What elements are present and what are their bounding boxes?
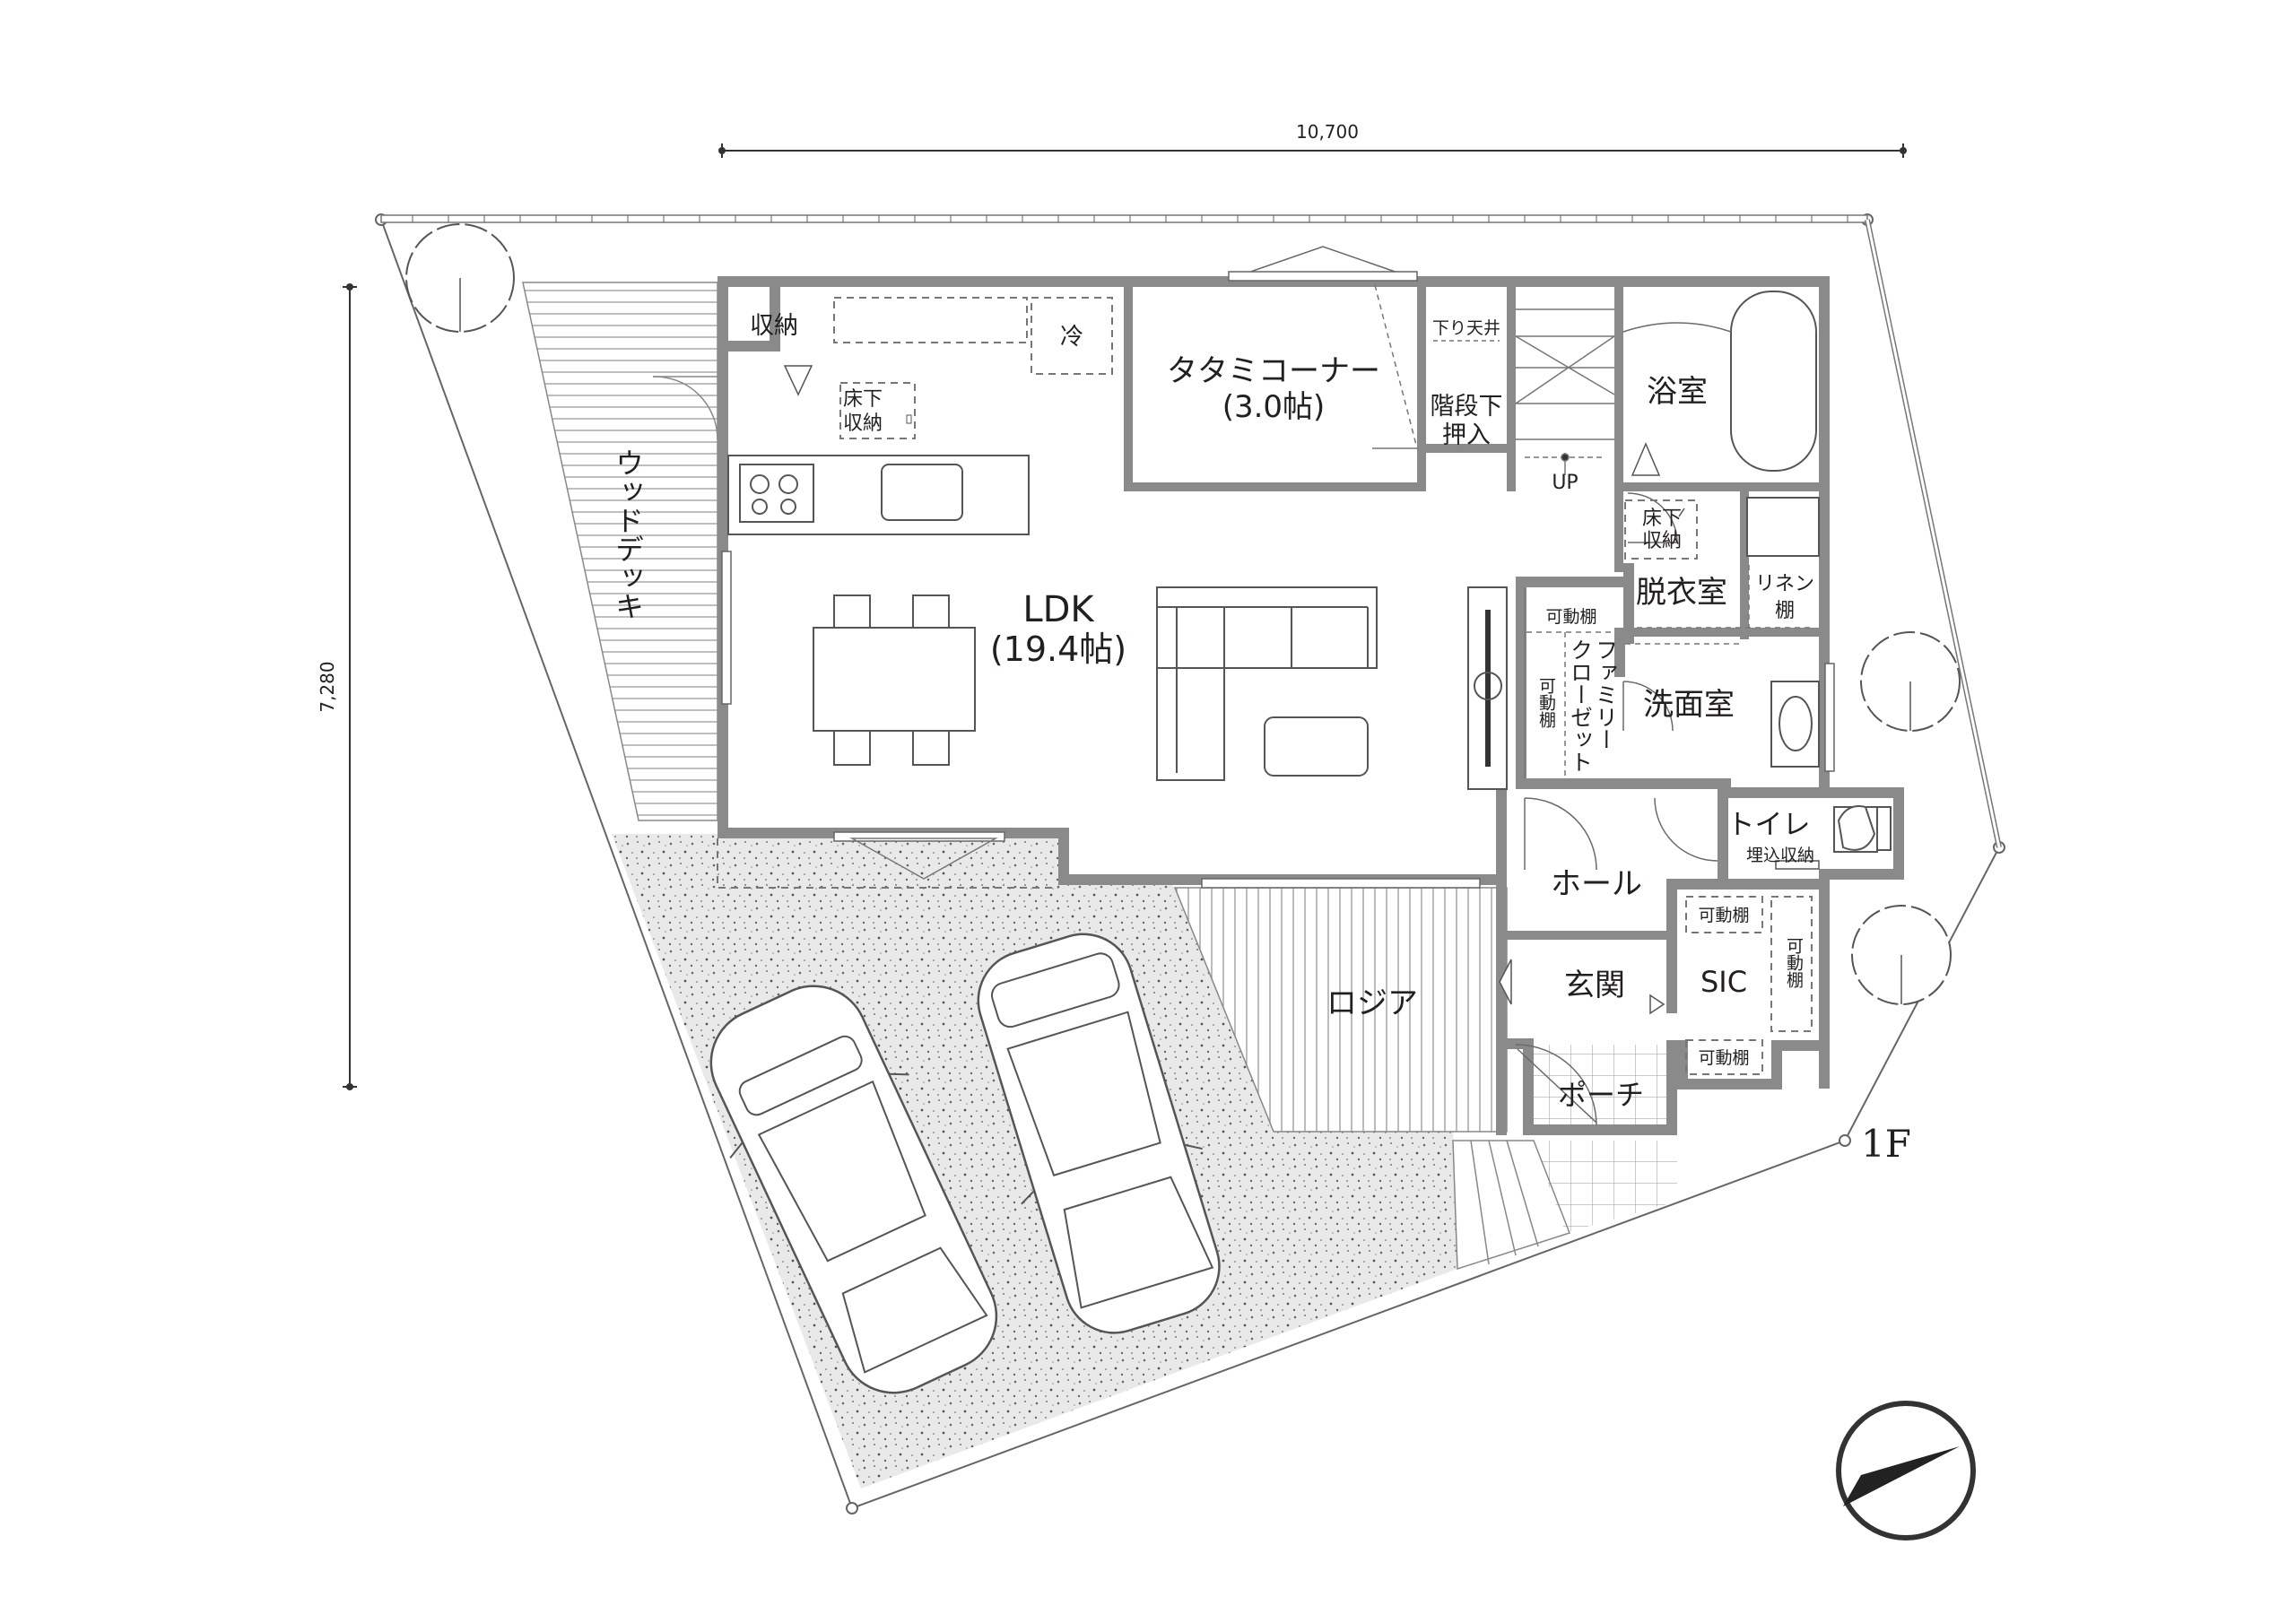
car-icon [709, 985, 998, 1394]
bathtub [1622, 291, 1817, 476]
porch-label: ポーチ [1558, 1078, 1644, 1112]
fridge-label: 冷 [1060, 324, 1083, 351]
entry-steps [1452, 1140, 1570, 1271]
loggia-label: ロジア [1326, 985, 1418, 1021]
wash-underfloor-label-1: 床下 [1642, 508, 1682, 530]
height-dimension: 7,280 [317, 283, 357, 1090]
washroom-label: 洗面室 [1643, 687, 1735, 723]
width-dimension: 10,700 [718, 121, 1907, 158]
kitchen-underfloor-label-2: 収納 [843, 412, 883, 435]
ldk-label: LDK [1022, 589, 1095, 630]
tree-icon [1851, 905, 1952, 1005]
stair-up-label: UP [1552, 472, 1578, 494]
dining-set [813, 595, 976, 766]
entrance-label: 玄関 [1564, 968, 1625, 1003]
sic-label: SIC [1700, 965, 1747, 999]
tatami-label: タタミコーナー [1167, 353, 1380, 389]
family-closet-label-2: クローゼット [1568, 638, 1594, 773]
toilet-fixture [1775, 805, 1892, 870]
sic-shelf-bottom-label: 可動棚 [1698, 1048, 1749, 1068]
tv-unit [1467, 586, 1508, 790]
sic-shelf-side-label: 可動棚 [1784, 937, 1804, 989]
closet-shelf-side-label: 可動棚 [1536, 677, 1556, 729]
ldk-size-label: (19.4帖) [990, 629, 1126, 669]
toilet-label: トイレ [1727, 809, 1811, 841]
linen-label-1: リネン [1755, 573, 1814, 595]
linen-label-2: 棚 [1775, 600, 1795, 622]
porch-tiles [1525, 1045, 1677, 1130]
north-arrow-icon [1836, 1401, 1976, 1541]
stair-storage-label-2: 押入 [1442, 421, 1491, 449]
wash-underfloor-label-2: 収納 [1642, 530, 1682, 552]
fence [380, 214, 2002, 848]
family-closet [1524, 587, 1614, 778]
approach-tiles [1534, 1141, 1677, 1233]
windows [721, 246, 1835, 889]
sofa [1156, 586, 1378, 781]
tree-icon [405, 223, 515, 333]
floor-label: 1F [1861, 1122, 1911, 1166]
stair-storage-label-1: 階段下 [1431, 393, 1503, 421]
car-icon [977, 933, 1221, 1334]
toilet-storage-label: 埋込収納 [1746, 846, 1814, 865]
closet-shelf-top-label: 可動棚 [1545, 607, 1596, 627]
wood-deck-label: ウッドデッキ [611, 448, 645, 621]
sic-shelf-top-label: 可動棚 [1698, 906, 1749, 925]
tatami-size-label: (3.0帖) [1222, 389, 1326, 425]
ceiling-note-label: 下り天井 [1432, 318, 1500, 338]
staircase [1515, 308, 1615, 475]
bath-label: 浴室 [1647, 374, 1708, 410]
tree-icon [1860, 631, 1961, 732]
interior-walls [718, 276, 1830, 1013]
width-dimension-label: 10,700 [1296, 121, 1359, 143]
height-dimension-label: 7,280 [317, 661, 338, 712]
dressing-label: 脱衣室 [1636, 575, 1727, 611]
family-closet-label-1: ファミリー [1593, 638, 1619, 751]
washroom-fixtures [1624, 497, 1820, 768]
hall-label: ホール [1551, 866, 1642, 902]
doors [1515, 492, 1718, 1126]
patio-outline [717, 838, 1058, 889]
kitchen-counter [727, 455, 1030, 535]
kitchen-underfloor-label-1: 床下 [843, 388, 883, 411]
storage-label: 収納 [750, 312, 798, 340]
sic-shelves [1685, 896, 1813, 1075]
